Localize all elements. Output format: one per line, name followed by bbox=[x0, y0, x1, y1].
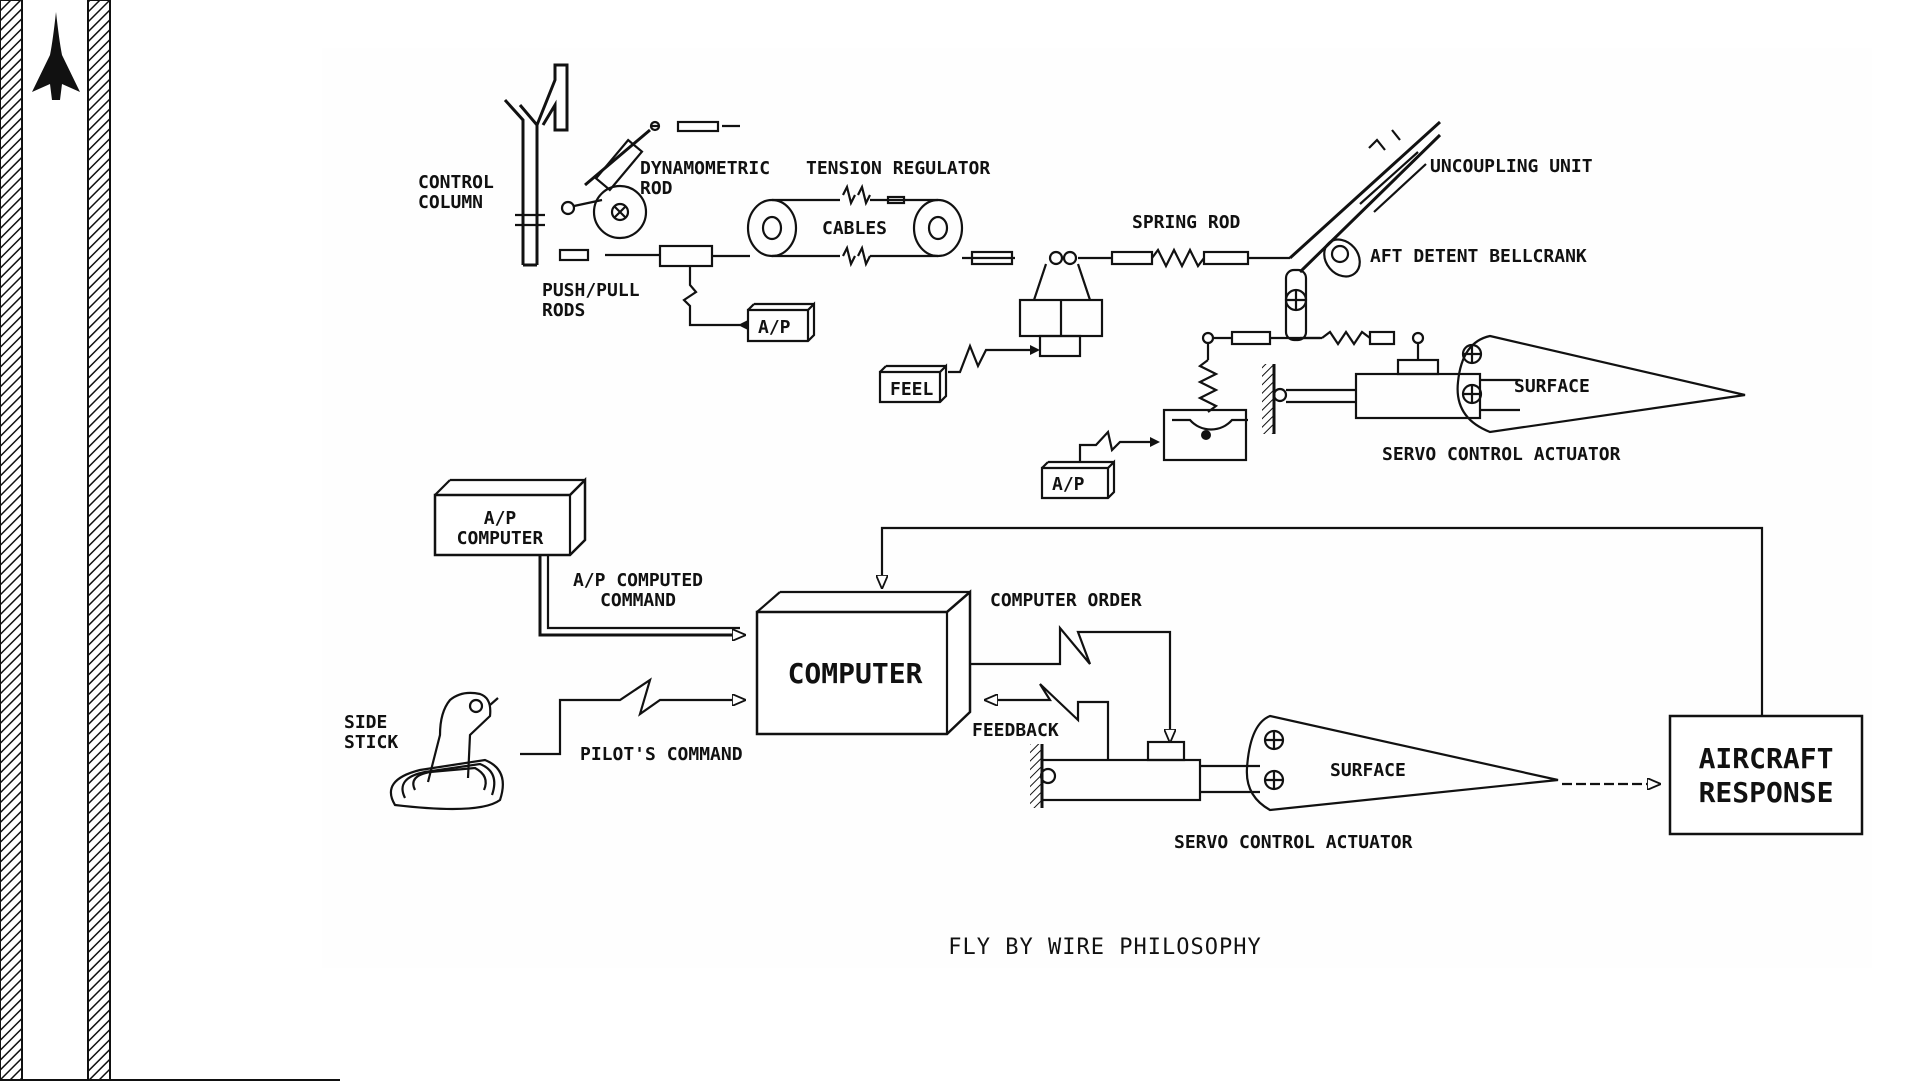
label-aircraft-response-2: RESPONSE bbox=[1699, 776, 1834, 809]
delta-wing-aircraft-icon bbox=[32, 12, 80, 100]
label-control-column-1: CONTROL bbox=[418, 172, 494, 193]
pilots-command-line bbox=[520, 677, 745, 756]
label-push-pull-2: RODS bbox=[542, 300, 585, 321]
computer-box: COMPUTER bbox=[755, 589, 972, 736]
label-aft-detent-bellcrank: AFT DETENT BELLCRANK bbox=[1370, 246, 1587, 267]
label-computer-order: COMPUTER ORDER bbox=[990, 590, 1142, 611]
feel-unit-drawing bbox=[948, 250, 1104, 374]
label-aircraft-response-1: AIRCRAFT bbox=[1699, 742, 1834, 775]
hatched-border-right bbox=[87, 0, 111, 1081]
label-cables: CABLES bbox=[822, 218, 887, 239]
label-push-pull-1: PUSH/PULL bbox=[542, 280, 640, 301]
label-ap-2: A/P bbox=[1052, 474, 1085, 495]
autopilot-box-1 bbox=[738, 301, 816, 343]
feel-box bbox=[878, 363, 948, 404]
dynamometric-rod-drawing bbox=[560, 120, 740, 240]
push-pull-rods-drawing bbox=[558, 244, 750, 327]
label-servo-actuator-2: SERVO CONTROL ACTUATOR bbox=[1174, 832, 1413, 853]
label-dynamometric-rod-1: DYNAMOMETRIC bbox=[640, 158, 770, 179]
label-surface-1: SURFACE bbox=[1514, 376, 1590, 397]
surface-1-drawing bbox=[1456, 334, 1746, 434]
surface-2-drawing: SURFACE bbox=[1245, 714, 1559, 812]
label-side-stick-2: STICK bbox=[344, 732, 398, 753]
label-ap-computed-command-1: A/P COMPUTED bbox=[573, 570, 703, 591]
servo-actuator-1-drawing bbox=[1162, 330, 1520, 462]
sidebar bbox=[0, 0, 340, 1081]
label-tension-regulator: TENSION REGULATOR bbox=[806, 158, 990, 179]
label-surface-2: SURFACE bbox=[1330, 760, 1406, 781]
label-ap-computer-1: A/P bbox=[484, 508, 517, 529]
label-servo-actuator-1: SERVO CONTROL ACTUATOR bbox=[1382, 444, 1621, 465]
autopilot-box-2 bbox=[1040, 429, 1160, 500]
label-dynamometric-rod-2: ROD bbox=[640, 178, 673, 199]
servo-actuator-2-drawing bbox=[1030, 740, 1260, 808]
tension-regulator-drawing bbox=[746, 183, 964, 268]
ap-command-line bbox=[538, 555, 745, 635]
label-side-stick-1: SIDE bbox=[344, 712, 387, 733]
response-feedback-loop bbox=[882, 526, 1764, 716]
uncoupling-unit-drawing bbox=[1284, 120, 1442, 342]
label-ap-computer-2: COMPUTER bbox=[457, 528, 544, 549]
label-feel: FEEL bbox=[890, 379, 934, 400]
control-column-drawing bbox=[503, 63, 569, 267]
label-feedback: FEEDBACK bbox=[972, 720, 1059, 741]
spring-rod-drawing bbox=[1078, 247, 1290, 269]
label-ap-1: A/P bbox=[758, 317, 791, 338]
computer-order-line bbox=[970, 624, 1170, 742]
hatched-border-left bbox=[0, 0, 23, 1081]
figure-caption: FLY BY WIRE PHILOSOPHY bbox=[948, 935, 1261, 960]
label-control-column-2: COLUMN bbox=[418, 192, 483, 213]
feedback-line bbox=[985, 683, 1110, 760]
label-uncoupling-unit: UNCOUPLING UNIT bbox=[1430, 156, 1593, 177]
label-computer: COMPUTER bbox=[788, 657, 923, 690]
label-pilots-command: PILOT'S COMMAND bbox=[580, 744, 743, 765]
label-ap-computed-command-2: COMMAND bbox=[600, 590, 676, 611]
label-spring-rod: SPRING ROD bbox=[1132, 212, 1241, 233]
